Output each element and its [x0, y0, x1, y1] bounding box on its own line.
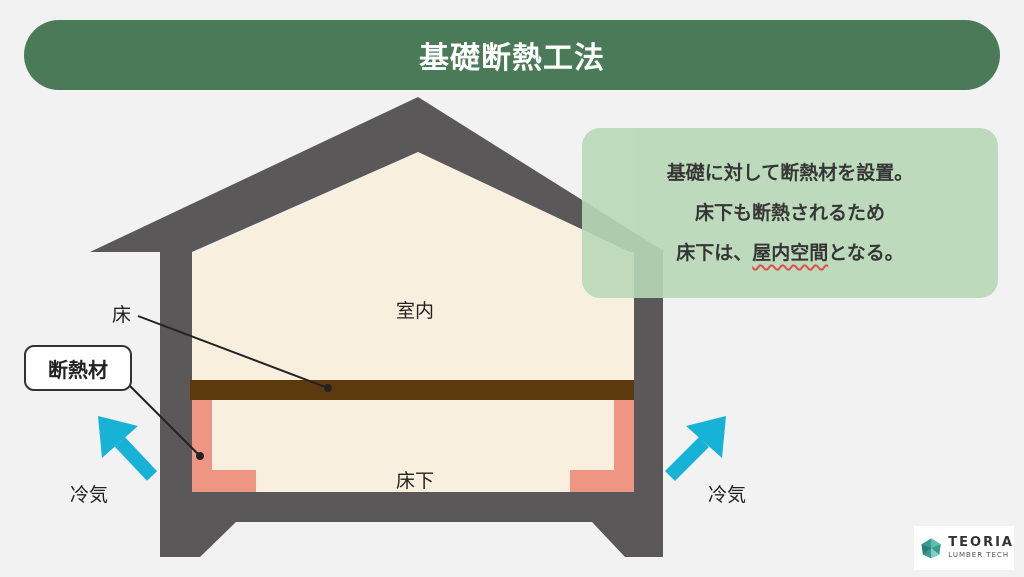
- insulation-leader-line: [127, 383, 201, 457]
- page-title: 基礎断熱工法: [419, 41, 605, 76]
- explanation-callout: 基礎に対して断熱材を設置。 床下も断熱されるため 床下は、屋内空間となる。: [582, 128, 998, 298]
- callout-line-2: 床下も断熱されるため: [694, 202, 885, 224]
- cold-air-left-label: 冷気: [70, 484, 109, 506]
- roof: [90, 97, 665, 252]
- floor-leader-line: [137, 315, 329, 389]
- room-interior: [192, 152, 634, 492]
- arrow-up-right-icon: [665, 416, 726, 481]
- insulation-label: 断熱材: [24, 345, 132, 391]
- cold-air-right-label: 冷気: [708, 484, 747, 506]
- underfloor-label: 床下: [396, 470, 435, 492]
- logo-subtitle: LUMBER TECH: [948, 551, 1010, 559]
- arrow-up-left-icon: [98, 416, 158, 481]
- company-logo: TEORIA LUMBER TECH: [914, 526, 1014, 570]
- callout-line-3-suffix: となる。: [828, 242, 904, 264]
- callout-line-1: 基礎に対して断熱材を設置。: [666, 162, 914, 184]
- floor-label: 床: [112, 304, 132, 326]
- house-frame: [160, 150, 663, 557]
- insulation-right: [570, 400, 634, 492]
- callout-line-3-prefix: 床下は、: [676, 242, 753, 264]
- insulation-left: [192, 400, 256, 492]
- callout-emphasis: 屋内空間: [752, 242, 829, 264]
- logo-name: TEORIA: [948, 535, 1014, 550]
- insulation-leader-dot: [196, 452, 204, 460]
- callout-line-3: 床下は、屋内空間となる。: [676, 233, 903, 273]
- title-banner: 基礎断熱工法: [24, 20, 1000, 90]
- floor-leader-dot: [324, 384, 332, 392]
- insulation-label-text: 断熱材: [48, 357, 108, 382]
- floor-beam: [190, 380, 634, 400]
- room-label: 室内: [396, 300, 435, 322]
- teoria-logo-icon: [921, 538, 941, 559]
